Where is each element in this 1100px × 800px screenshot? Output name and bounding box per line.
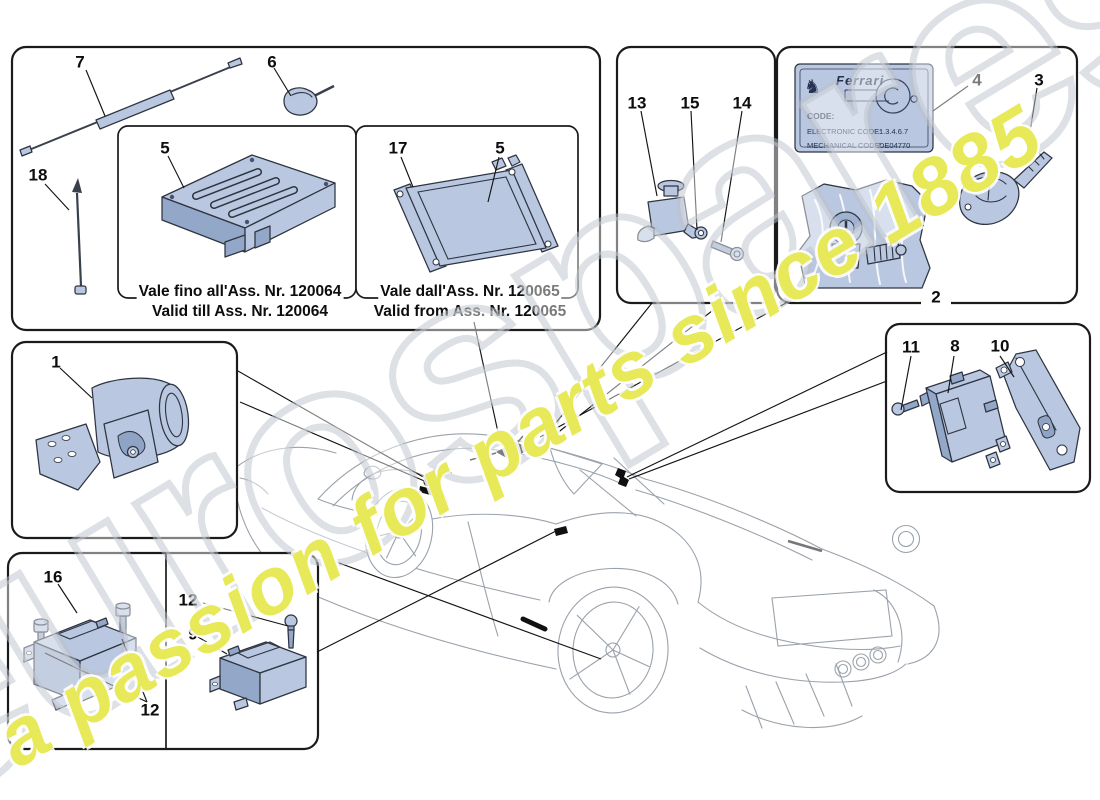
callout-12-right: 12 (178, 590, 198, 610)
part-16-ecu-module (23, 617, 137, 711)
card-electronic-value: 1.3.4.6.7 (879, 127, 909, 136)
callout-11: 11 (902, 337, 920, 357)
callout-12-left: 12 (140, 700, 160, 720)
part-3-remote-key (958, 151, 1053, 225)
part-5-ecu-early (161, 154, 336, 258)
card-mechanical-value: DE04770 (879, 141, 911, 150)
callout-5-late: 5 (495, 138, 505, 158)
part-4-code-card (794, 63, 934, 153)
part-13-tilt-sensor (637, 179, 699, 243)
part-11-screw (891, 399, 920, 416)
roof-antenna-marker (469, 435, 530, 461)
part-7-antenna-rod (19, 57, 243, 157)
callout-2: 2 (931, 287, 941, 307)
part-8-antitheft-ecu (919, 369, 1011, 469)
sill-antenna-marker (520, 616, 548, 632)
callout-6: 6 (267, 52, 277, 72)
door-sensor-marker (554, 526, 568, 536)
front-siren-marker (419, 466, 452, 496)
callout-7: 7 (75, 52, 85, 72)
label-2-gap (921, 295, 951, 309)
callout-17: 17 (388, 138, 408, 158)
part-14-screw (710, 240, 745, 262)
panel-motion-sensor (615, 45, 777, 305)
part-1-alarm-siren (35, 377, 190, 491)
part-5-ecu-late (393, 154, 559, 273)
part-12-screw-right (284, 614, 298, 649)
rear-bracket-marker (615, 468, 629, 487)
card-mechanical-label: MECHANICAL CODE: (807, 141, 882, 150)
callout-10: 10 (990, 336, 1010, 356)
card-brand: Ferrari (836, 73, 885, 88)
callout-1: 1 (51, 352, 61, 372)
callout-8: 8 (950, 336, 960, 356)
rear-wheel (557, 586, 669, 714)
front-wheel (364, 487, 434, 579)
caption-valid-from-en: Valid from Ass. Nr. 120065 (371, 302, 569, 321)
card-electronic-label: ELECTRONIC CODE: (807, 127, 882, 136)
car-illustration (232, 433, 940, 729)
callout-16: 16 (43, 567, 63, 587)
callout-9: 9 (188, 624, 198, 644)
callout-14: 14 (732, 93, 752, 113)
card-code-label: CODE: (807, 111, 835, 121)
part-15-washer (694, 226, 708, 240)
caption-valid-until-en: Valid till Ass. Nr. 120064 (149, 302, 331, 321)
callout-18: 18 (28, 165, 48, 185)
part-2-lock-kit-bag (797, 179, 931, 289)
part-9-ecu-module (209, 641, 307, 711)
mounted-component-markers (419, 435, 629, 632)
ferrari-horse-icon: ♞ (804, 77, 822, 98)
part-18-whip-antenna (72, 178, 87, 295)
leader-lines (44, 67, 1038, 703)
caption-valid-from-it: Vale dall'Ass. Nr. 120065 (378, 282, 562, 301)
callout-15: 15 (680, 93, 700, 113)
callout-3: 3 (1034, 70, 1044, 90)
callout-5-early: 5 (160, 138, 170, 158)
callout-4: 4 (972, 70, 982, 90)
part-6-gps-antenna (283, 84, 335, 116)
part-10-bracket (995, 349, 1081, 471)
callout-13: 13 (627, 93, 647, 113)
caption-valid-until-it: Vale fino all'Ass. Nr. 120064 (136, 282, 344, 301)
